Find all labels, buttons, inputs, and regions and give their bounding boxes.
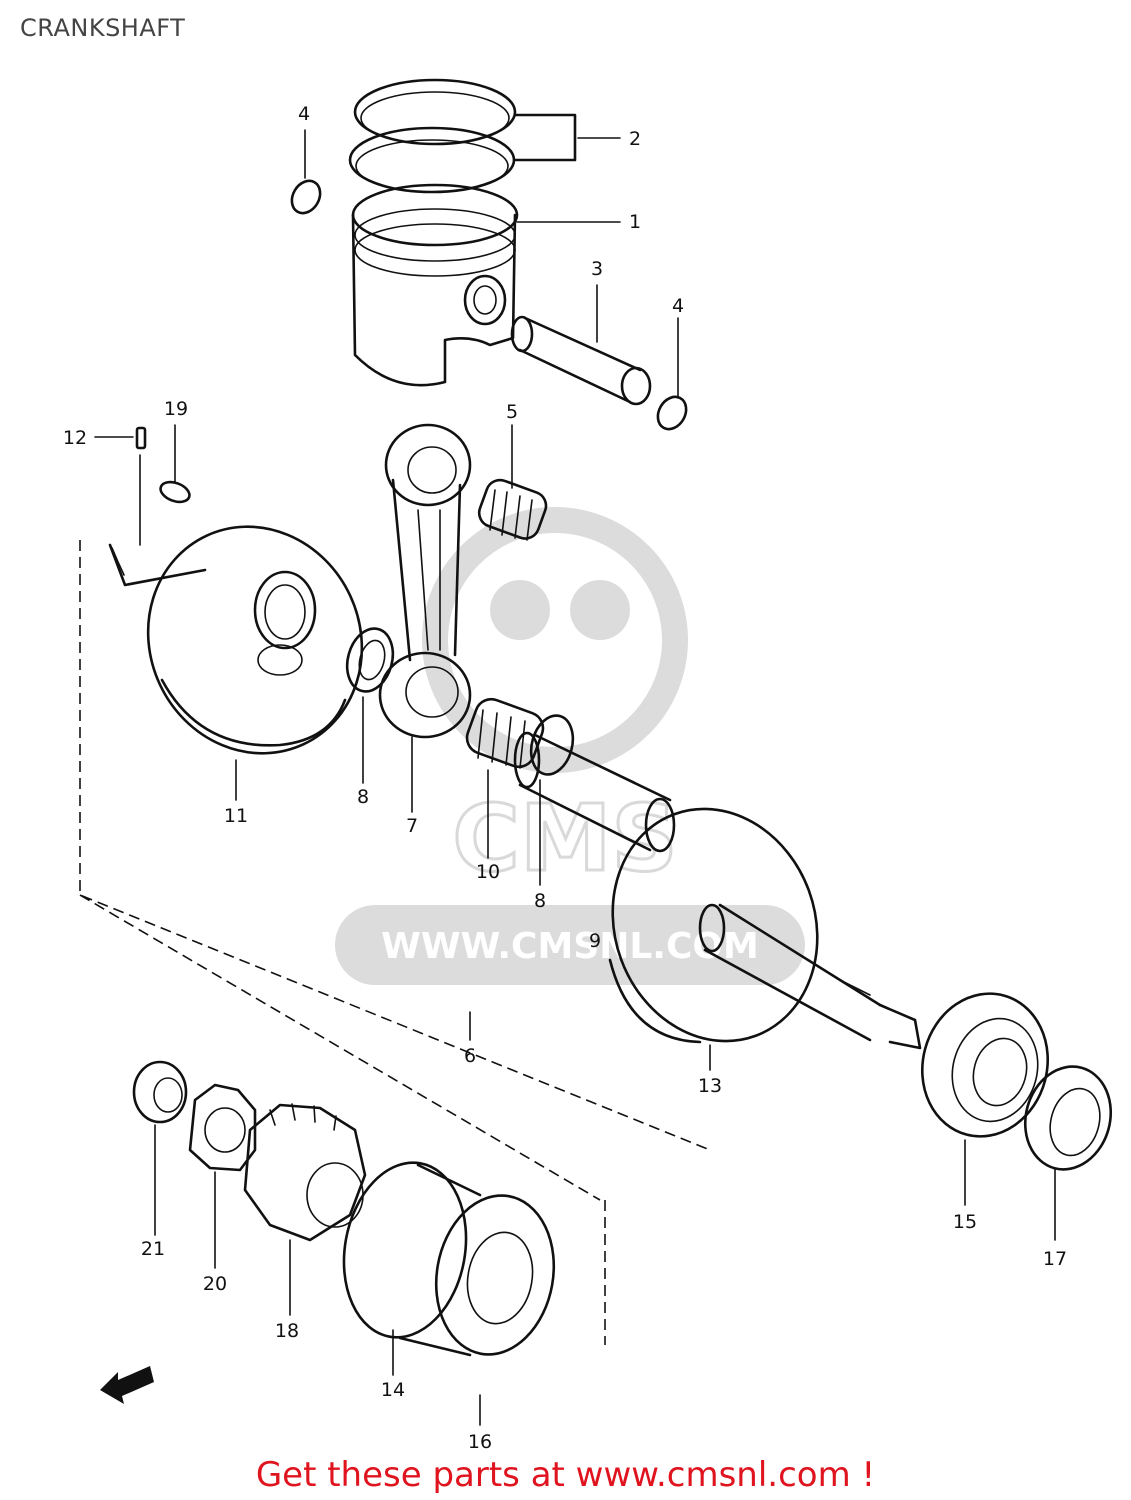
leader-lines	[94, 129, 1056, 1426]
connecting-rod	[378, 423, 472, 739]
callout-13: 13	[698, 1075, 722, 1097]
callout-16: 16	[468, 1431, 492, 1453]
callout-9: 9	[589, 930, 601, 952]
thrust-washer-hole	[358, 639, 386, 681]
primary-drive-gear	[243, 1103, 367, 1242]
callout-4: 4	[672, 295, 684, 317]
callout-17: 17	[1043, 1248, 1067, 1270]
callout-6: 6	[464, 1045, 476, 1067]
callout-7: 7	[406, 815, 418, 837]
assembly-outline	[79, 540, 711, 1345]
crank-bearing-left	[342, 1161, 556, 1357]
callout-21: 21	[141, 1238, 165, 1260]
callout-8: 8	[357, 786, 369, 808]
callout-5: 5	[506, 401, 518, 423]
callout-2: 2	[629, 128, 641, 150]
needle-bearing-small-end	[477, 478, 548, 541]
piston	[351, 183, 519, 387]
page-title: CRANKSHAFT	[20, 14, 186, 42]
footer-parts-link[interactable]: Get these parts at www.cmsnl.com !	[255, 1455, 876, 1495]
callout-18: 18	[275, 1320, 299, 1342]
callout-20: 20	[203, 1273, 227, 1295]
watermark-mascot-eye	[570, 580, 630, 640]
watermark-ring	[422, 507, 688, 773]
woodruff-key	[159, 480, 191, 504]
crank-bearing-right	[920, 992, 1050, 1138]
callout-4: 4	[298, 103, 310, 125]
oil-seal-right	[1023, 1065, 1113, 1171]
thrust-washer	[345, 627, 395, 693]
circlip	[290, 179, 322, 215]
callout-8: 8	[534, 890, 546, 912]
circlip	[656, 395, 688, 431]
callout-10: 10	[476, 861, 500, 883]
small-gear	[188, 1083, 257, 1172]
crank-pin	[513, 731, 676, 853]
crank-half-left	[108, 525, 364, 755]
callout-12: 12	[63, 427, 87, 449]
watermark-banner	[335, 905, 805, 985]
watermark-url: WWW.CMSNL.COM	[381, 926, 759, 967]
callout-11: 11	[224, 805, 248, 827]
watermark-mascot-eye	[490, 580, 550, 640]
pin	[135, 426, 147, 450]
callout-15: 15	[953, 1211, 977, 1233]
crank-half-right	[608, 807, 922, 1050]
front-arrow-icon	[100, 1366, 154, 1404]
piston-rings	[348, 78, 577, 194]
spacer	[132, 1060, 188, 1124]
piston-pin	[510, 315, 652, 406]
thrust-washer	[529, 714, 575, 776]
callout-14: 14	[381, 1379, 405, 1401]
callout-1: 1	[629, 211, 641, 233]
callout-19: 19	[164, 398, 188, 420]
callout-3: 3	[591, 258, 603, 280]
